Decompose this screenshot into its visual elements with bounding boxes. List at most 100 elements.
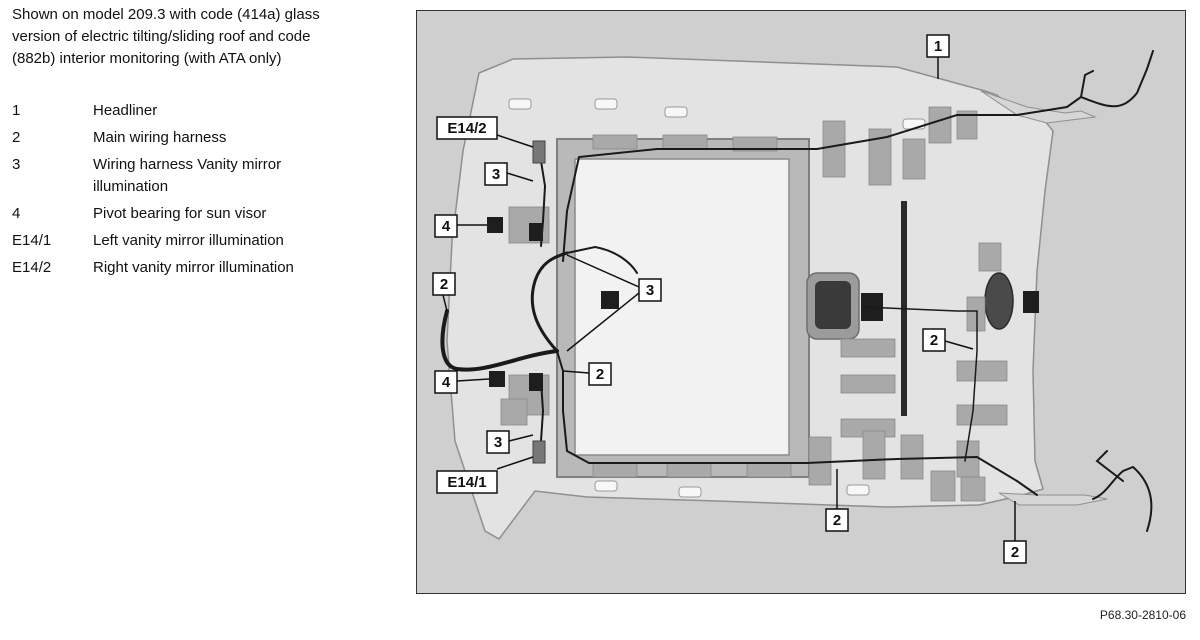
callout-2-right: 2 — [922, 328, 946, 352]
callout-label: 2 — [440, 276, 448, 293]
callout-2-corner: 2 — [1003, 540, 1027, 564]
figure-id: P68.30-2810-06 — [1099, 608, 1186, 622]
callout-2-left: 2 — [432, 272, 456, 296]
visor-clip — [678, 486, 702, 498]
callout-3-upper: 3 — [484, 162, 508, 186]
callout-label: 4 — [442, 218, 451, 235]
tape-strip — [592, 462, 638, 478]
tape-strip — [500, 398, 528, 426]
visor-clip — [594, 98, 618, 110]
legend-key: 3 — [12, 156, 21, 173]
leader-e14-2 — [496, 134, 534, 148]
legend-desc: Main wiring harness — [93, 129, 227, 146]
legend-item: E14/1 Left vanity mirror illumination — [12, 230, 352, 252]
legend-desc: Wiring harness Vanity mirror illuminatio… — [93, 156, 282, 195]
leader-lines — [442, 55, 1016, 543]
intro-text: Shown on model 209.3 with code (414a) gl… — [12, 6, 320, 67]
tape-strip — [662, 134, 708, 150]
legend-item: E14/2 Right vanity mirror illumination — [12, 257, 352, 279]
leader-2-center — [562, 370, 590, 374]
tape-strip — [592, 134, 638, 150]
leader-3-lower — [508, 434, 534, 442]
tape-strip — [956, 360, 1008, 382]
callout-label: 4 — [442, 374, 451, 391]
wiring-harness — [440, 50, 1154, 532]
connector-upper — [529, 223, 543, 241]
visor-clip — [664, 106, 688, 118]
dome-light — [984, 272, 1014, 330]
tape-strip — [840, 338, 896, 358]
right-harness — [964, 310, 978, 462]
tape-strip — [900, 434, 924, 480]
legend-item: 4 Pivot bearing for sun visor — [12, 203, 352, 225]
visor-clip — [846, 484, 870, 496]
pivot-bearing-upper — [487, 217, 503, 233]
tape-strip — [966, 296, 986, 332]
tape-strip — [956, 404, 1008, 426]
legend-item: 1 Headliner — [12, 100, 352, 122]
legend-desc: Headliner — [93, 102, 158, 119]
dome-light-connector — [1023, 291, 1039, 313]
leader-2-left — [442, 294, 448, 312]
headliner-figure: 1 2 2 2 2 2 3 3 — [416, 10, 1186, 594]
legend-key: 2 — [12, 129, 21, 146]
callout-2-bottom: 2 — [825, 508, 849, 532]
callout-label: 3 — [646, 282, 654, 299]
harness-end-top — [1080, 50, 1154, 108]
harness-loop — [530, 251, 569, 353]
legend-key: E14/2 — [12, 259, 52, 276]
legend-key: 1 — [12, 102, 21, 119]
main-harness-top — [562, 96, 1082, 262]
headliner-illustration: 1 2 2 2 2 2 3 3 — [417, 11, 1185, 593]
tape-strip — [666, 462, 712, 478]
vanity-light-right — [532, 140, 546, 164]
leader-3-upper — [506, 172, 534, 182]
tape-strip — [902, 138, 926, 180]
callout-e14-2: E14/2 — [436, 116, 498, 140]
callout-label: E14/1 — [447, 474, 486, 491]
legend-item: 2 Main wiring harness — [12, 127, 352, 149]
legend-desc: Right vanity mirror illumination — [93, 259, 294, 276]
tape-strip — [960, 476, 986, 502]
connector-lower — [529, 373, 543, 391]
callout-label: E14/2 — [447, 120, 486, 137]
leader-3-middle-a — [566, 254, 640, 288]
harness-branch — [566, 245, 638, 274]
callout-label: 2 — [1011, 544, 1019, 561]
leader-2-right — [944, 340, 974, 350]
tape-strip — [746, 462, 792, 478]
callout-1: 1 — [926, 34, 950, 58]
callout-4-lower: 4 — [434, 370, 458, 394]
tape-strip — [928, 106, 952, 144]
callout-3-lower: 3 — [486, 430, 510, 454]
callout-4-upper: 4 — [434, 214, 458, 238]
tape-strip — [822, 120, 846, 178]
vanity-light-left — [532, 440, 546, 464]
tape-strip — [956, 110, 978, 140]
callout-label: 2 — [930, 332, 938, 349]
main-harness-bottom — [556, 350, 1038, 496]
legend-key: 4 — [12, 205, 21, 222]
tape-strips — [500, 106, 1008, 502]
headliner-lip — [980, 90, 1097, 124]
connector-center — [601, 291, 619, 309]
legend-desc: Left vanity mirror illumination — [93, 232, 284, 249]
callout-e14-1: E14/1 — [436, 470, 498, 494]
leader-3-middle-b — [566, 292, 640, 352]
callout-label: 2 — [833, 512, 841, 529]
main-harness-left — [440, 309, 559, 372]
tape-strip — [808, 436, 832, 486]
tape-strip — [868, 128, 892, 186]
legend-item: 3 Wiring harness Vanity mirror illuminati… — [12, 154, 352, 198]
tape-strip — [732, 136, 778, 152]
legend-desc: Pivot bearing for sun visor — [93, 205, 267, 222]
leader-e14-1 — [496, 456, 534, 470]
tape-strip — [862, 430, 886, 480]
callout-label: 2 — [596, 366, 604, 383]
harness-end-bottom — [1092, 450, 1153, 532]
callout-2-center: 2 — [588, 362, 612, 386]
tape-strip — [978, 242, 1002, 272]
legend-key: E14/1 — [12, 232, 52, 249]
visor-clip — [594, 480, 618, 492]
sensor-harness — [862, 306, 978, 312]
